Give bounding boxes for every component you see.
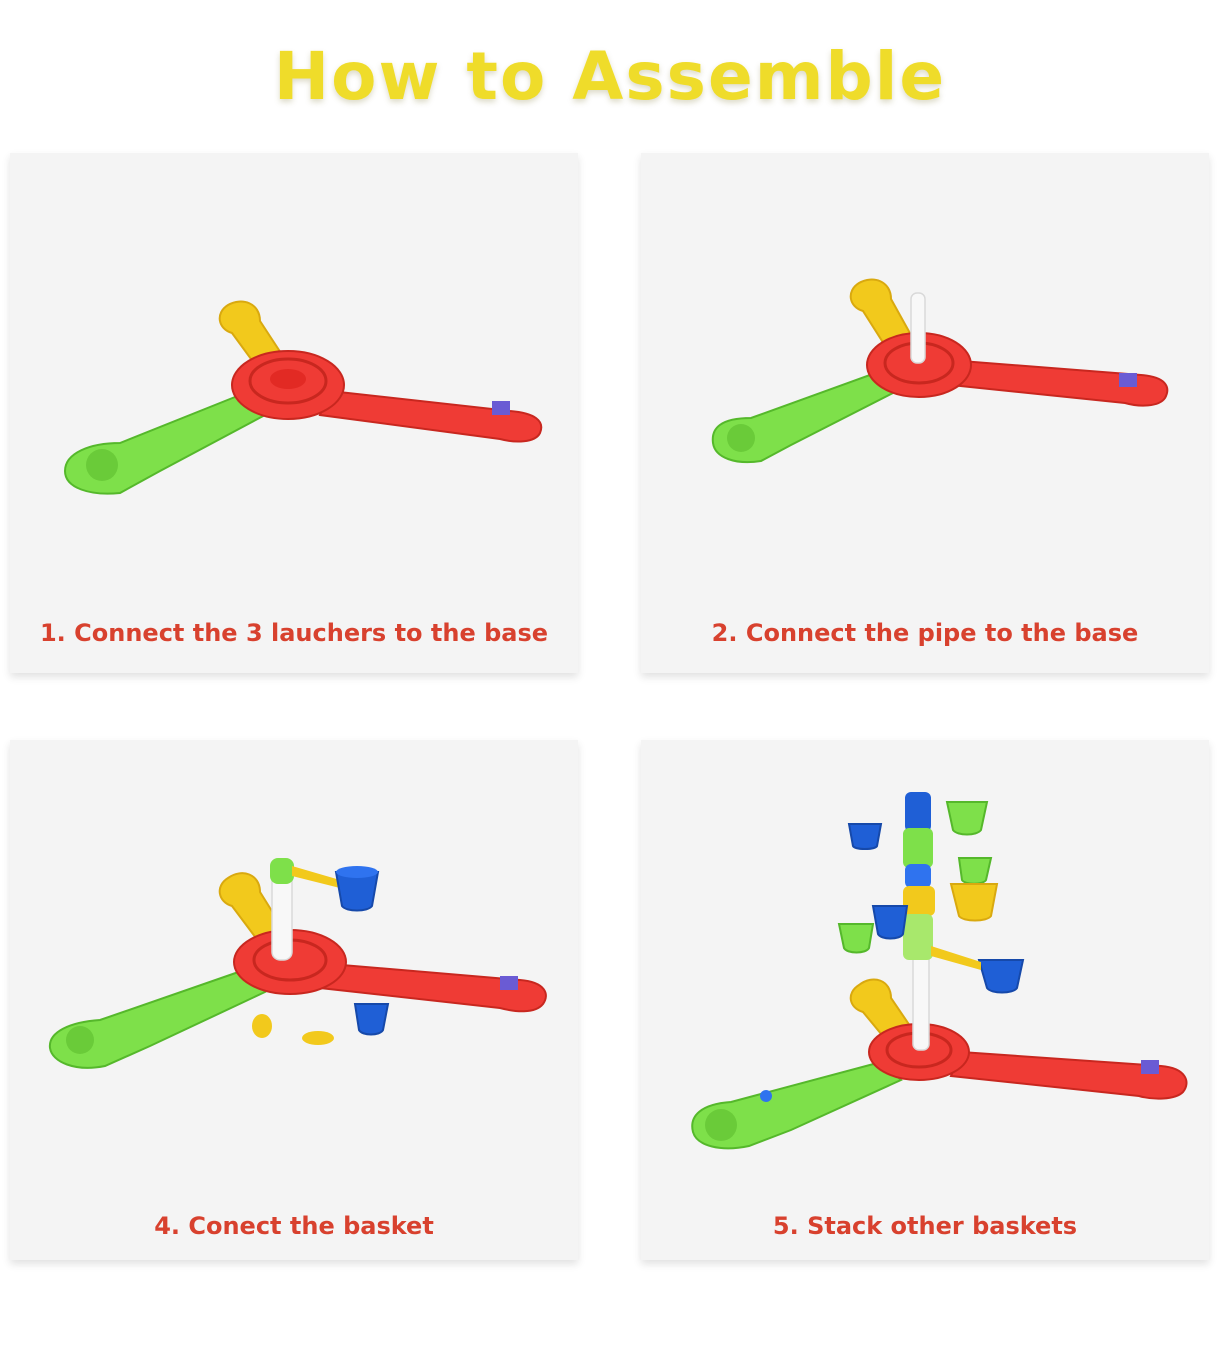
green-launcher bbox=[48, 966, 267, 1069]
green-basket bbox=[945, 801, 989, 836]
step-3-panel: 4. Conect the basket bbox=[10, 740, 578, 1260]
green-basket bbox=[837, 923, 875, 954]
step-1-panel: 1. Connect the 3 lauchers to the base bbox=[10, 153, 578, 673]
tower-segment bbox=[903, 886, 935, 916]
step-4-caption: 5. Stack other baskets bbox=[772, 1212, 1078, 1240]
blue-basket bbox=[871, 905, 909, 940]
tower-segment bbox=[905, 792, 931, 832]
step-4-image bbox=[691, 792, 1188, 1150]
step-3-caption: 4. Conect the basket bbox=[154, 1212, 434, 1240]
step-2-image bbox=[711, 278, 1169, 463]
loose-yellow-piece bbox=[302, 1031, 334, 1045]
loose-blue-basket bbox=[353, 1003, 390, 1036]
blue-basket bbox=[847, 823, 883, 850]
red-launcher bbox=[318, 962, 547, 1013]
loose-yellow-piece bbox=[252, 1014, 272, 1038]
yellow-basket bbox=[949, 883, 999, 922]
step-1-image bbox=[63, 300, 543, 495]
white-pipe bbox=[910, 292, 926, 364]
step-2-caption: 2. Connect the pipe to the base bbox=[711, 619, 1139, 647]
tower-segment bbox=[903, 828, 933, 868]
step-3-image bbox=[48, 858, 547, 1069]
tower-segment bbox=[903, 914, 933, 960]
blue-basket bbox=[334, 871, 380, 912]
green-launcher bbox=[691, 1060, 903, 1150]
blue-basket bbox=[977, 959, 1025, 994]
step-4-panel: 5. Stack other baskets bbox=[641, 740, 1209, 1260]
page-title: How to Assemble bbox=[273, 38, 947, 115]
red-launcher bbox=[949, 1050, 1188, 1100]
green-basket bbox=[957, 857, 993, 885]
red-launcher bbox=[318, 389, 543, 443]
green-launcher bbox=[711, 369, 895, 463]
step-2-panel: 2. Connect the pipe to the base bbox=[641, 153, 1209, 673]
tower-segment bbox=[905, 864, 931, 888]
red-launcher bbox=[949, 359, 1169, 407]
step-1-caption: 1. Connect the 3 lauchers to the base bbox=[39, 619, 549, 647]
